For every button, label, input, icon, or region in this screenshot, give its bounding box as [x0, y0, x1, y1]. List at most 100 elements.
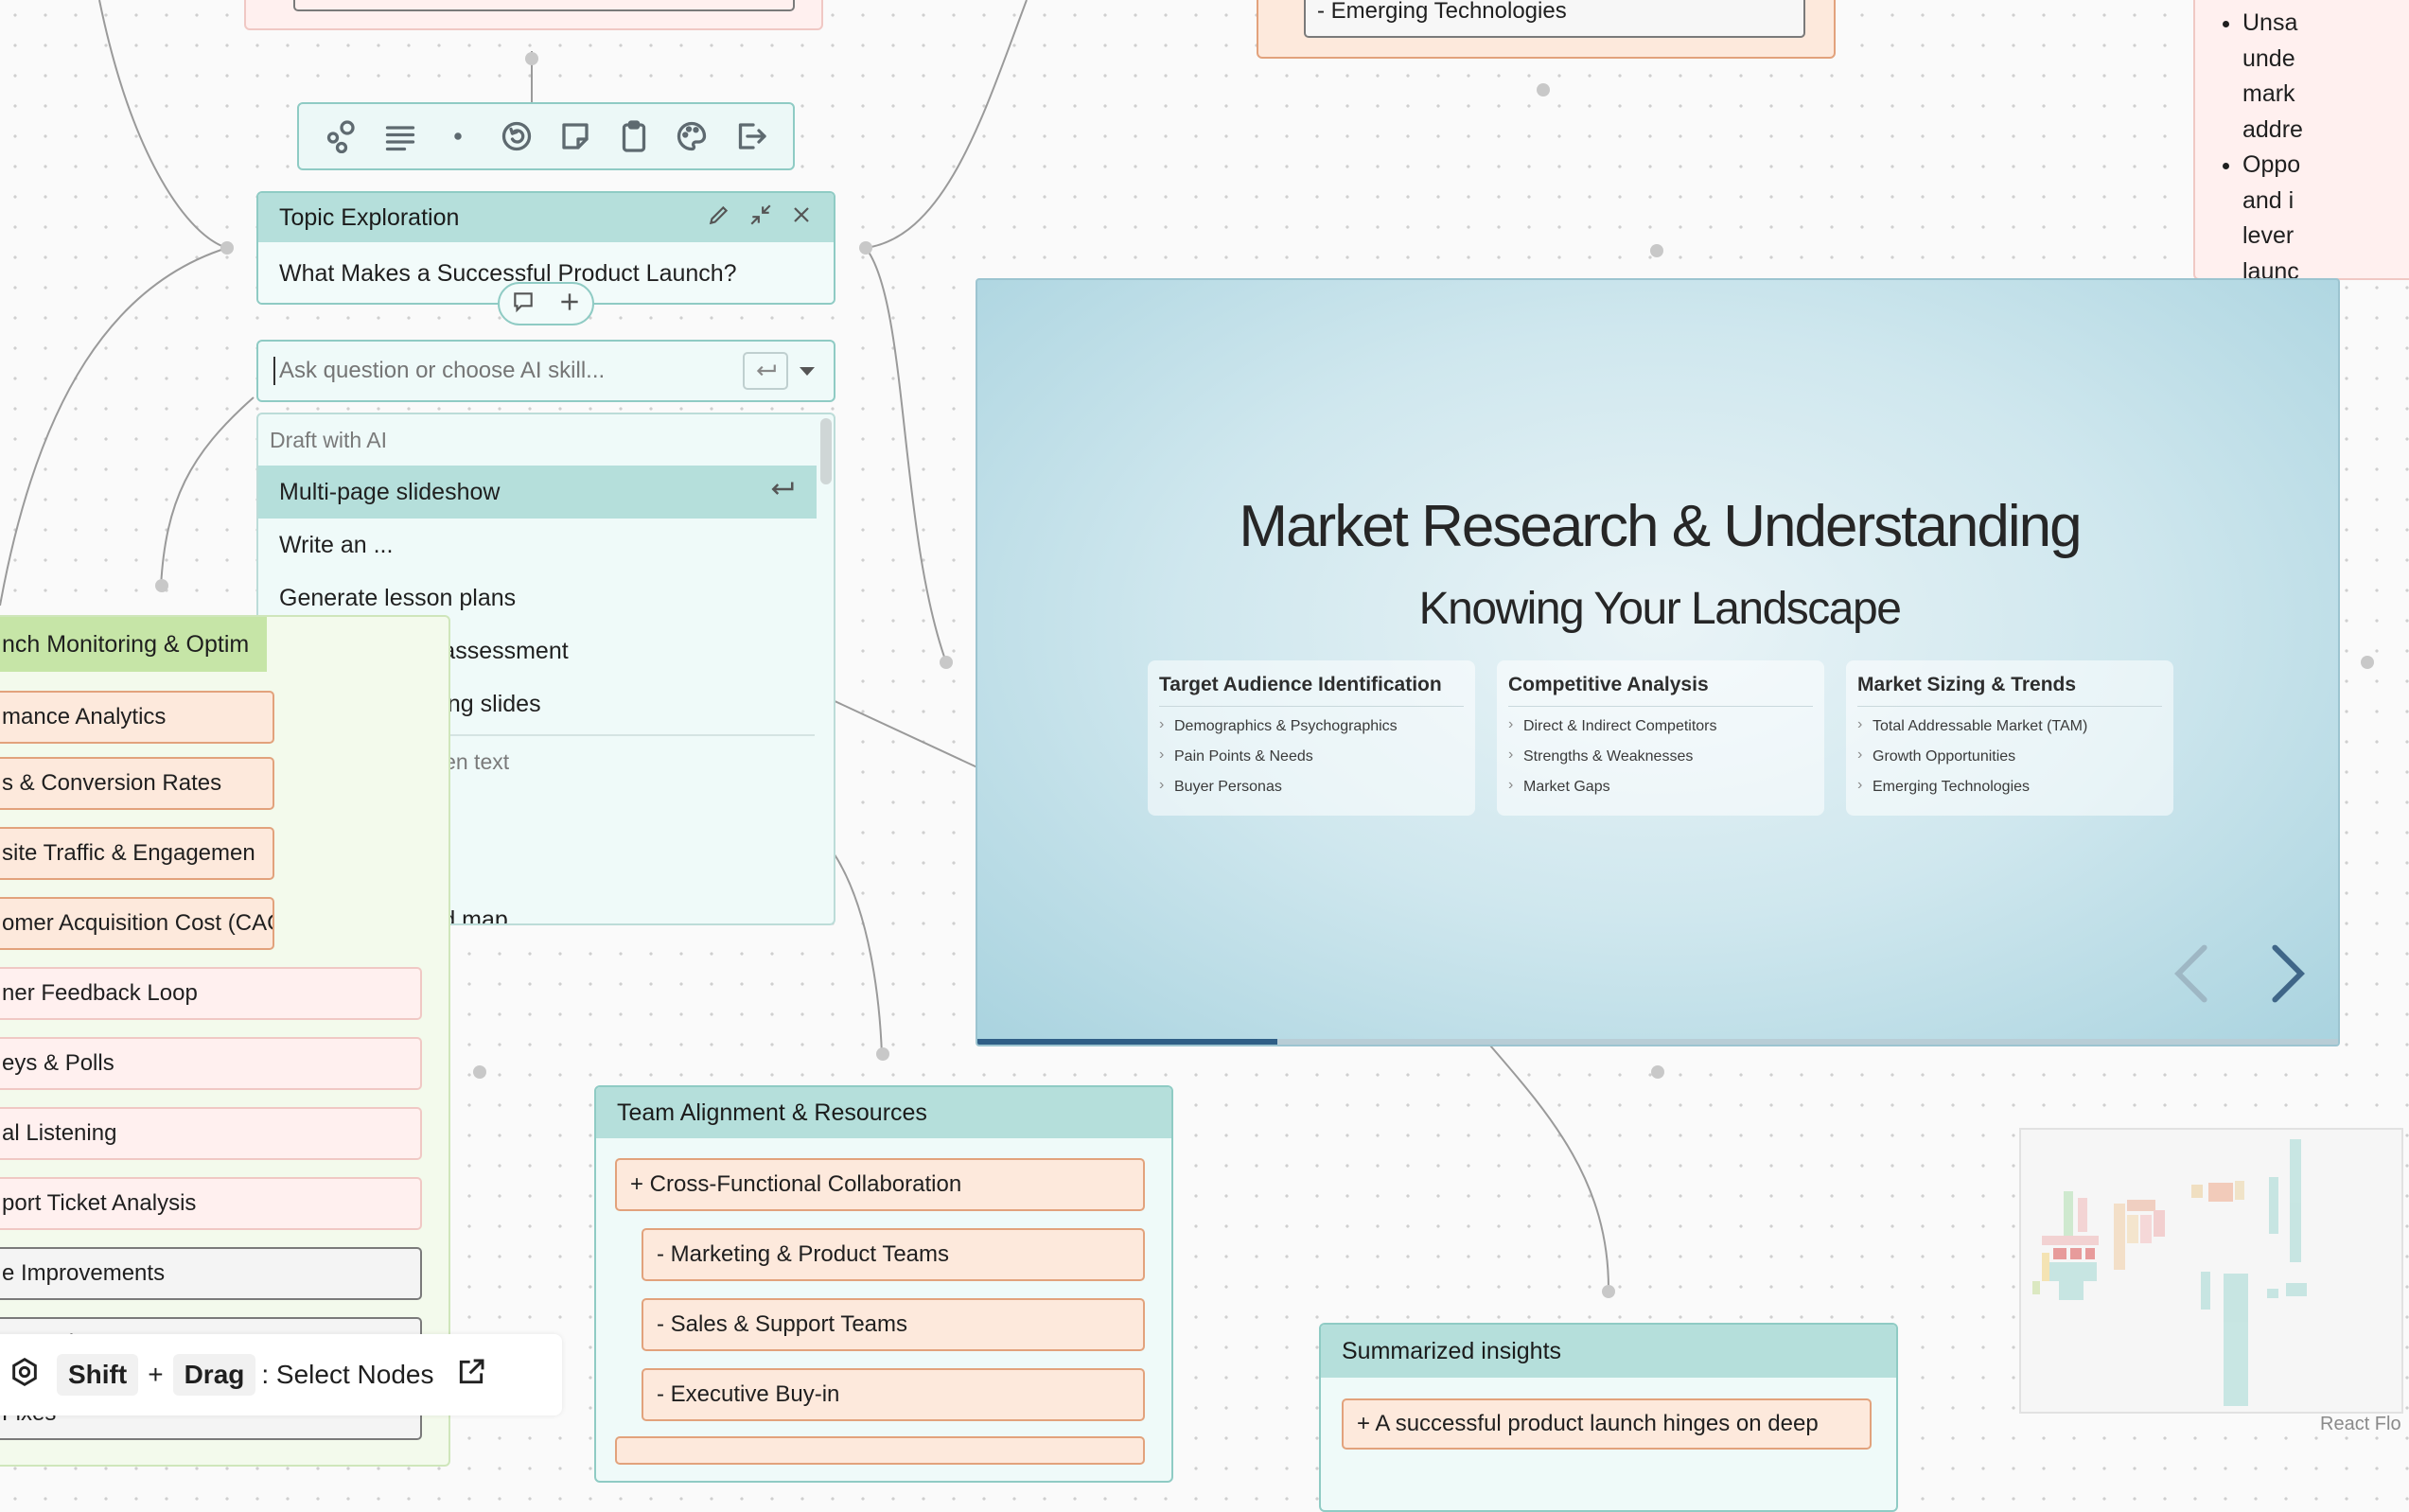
nodes-icon[interactable]: [323, 117, 360, 155]
left-group-item-2[interactable]: site Traffic & Engagemen: [0, 827, 274, 880]
slide-column-bullets: Total Addressable Market (TAM)Growth Opp…: [1857, 716, 2162, 796]
dot-icon[interactable]: [439, 117, 477, 155]
slide-column-card-2: Market Sizing & TrendsTotal Addressable …: [1846, 660, 2173, 816]
enter-key-icon[interactable]: [743, 352, 788, 390]
left-group-item-7[interactable]: port Ticket Analysis: [0, 1177, 422, 1230]
add-icon[interactable]: [557, 290, 582, 319]
edge-handle[interactable]: [859, 241, 872, 255]
slide-column-heading: Competitive Analysis: [1508, 674, 1813, 707]
slide-column-heading: Target Audience Identification: [1159, 674, 1464, 707]
slideshow-node[interactable]: Market Research & Understanding Knowing …: [976, 278, 2340, 1046]
partial-card-top-center[interactable]: - Emerging Technologies: [1257, 0, 1836, 59]
slide-column-bullet: Total Addressable Market (TAM): [1857, 716, 2162, 735]
topic-title: Topic Exploration: [279, 203, 460, 231]
menu-item-draft-0[interactable]: Multi-page slideshow: [258, 466, 817, 519]
clipboard-icon[interactable]: [615, 117, 653, 155]
palette-icon[interactable]: [673, 117, 711, 155]
slide-column-bullets: Direct & Indirect CompetitorsStrengths &…: [1508, 716, 1813, 796]
edge-handle[interactable]: [473, 1065, 486, 1079]
note-bullet-2: mark: [2242, 80, 2295, 107]
left-group-item-5[interactable]: eys & Polls: [0, 1037, 422, 1090]
slide-progress-fill: [977, 1039, 1278, 1045]
close-icon[interactable]: [790, 203, 813, 233]
emerging-tech-item[interactable]: - Emerging Technologies: [1304, 0, 1805, 38]
ask-ai-input[interactable]: [275, 357, 743, 385]
edge-handle[interactable]: [155, 579, 168, 592]
edge-handle[interactable]: [876, 1047, 889, 1061]
edge-handle[interactable]: [220, 241, 234, 255]
export-icon[interactable]: [731, 117, 769, 155]
edge-handle[interactable]: [2361, 656, 2374, 669]
slide-column-bullet: Buyer Personas: [1159, 777, 1464, 796]
enter-return-icon: [767, 479, 796, 506]
refresh-icon[interactable]: [498, 117, 536, 155]
drag-key: Drag: [172, 1354, 256, 1396]
slide-column-bullets: Demographics & PsychographicsPain Points…: [1159, 716, 1464, 796]
react-flow-attribution[interactable]: React Flo: [2320, 1414, 2401, 1434]
minimap[interactable]: [2019, 1128, 2403, 1414]
dropdown-divider: [270, 734, 815, 736]
team-header: Team Alignment & Resources: [596, 1087, 1171, 1138]
note-icon[interactable]: [556, 117, 594, 155]
left-group-item-0[interactable]: mance Analytics: [0, 691, 274, 744]
note-bullet-4: Oppo: [2242, 148, 2409, 184]
slide-column-bullet: Emerging Technologies: [1857, 777, 2162, 796]
team-item-partial[interactable]: [615, 1436, 1145, 1465]
team-item-0[interactable]: + Cross-Functional Collaboration: [615, 1158, 1145, 1211]
topic-header: Topic Exploration: [258, 193, 834, 242]
menu-item-draft-2[interactable]: Generate lesson plans: [258, 571, 834, 624]
comment-icon[interactable]: [511, 290, 536, 319]
previous-slide-chevron-icon[interactable]: [2170, 942, 2211, 1010]
team-item-2[interactable]: - Sales & Support Teams: [642, 1298, 1145, 1351]
edge-handle[interactable]: [1537, 83, 1550, 97]
left-group-item-1[interactable]: s & Conversion Rates: [0, 757, 274, 810]
edit-icon[interactable]: [707, 202, 731, 234]
plus-sign: +: [148, 1360, 164, 1389]
note-bullet-6: lever: [2242, 222, 2295, 249]
slide-title: Market Research & Understanding: [1239, 494, 2082, 559]
edge-handle[interactable]: [525, 52, 538, 65]
left-group-item-6[interactable]: al Listening: [0, 1107, 422, 1160]
summarized-insights-node[interactable]: Summarized insights + A successful produ…: [1319, 1323, 1898, 1512]
edge-handle[interactable]: [1650, 244, 1663, 257]
menu-item-draft-1[interactable]: Write an ...: [258, 519, 834, 571]
list-icon[interactable]: [381, 117, 419, 155]
left-group-item-4[interactable]: ner Feedback Loop: [0, 967, 422, 1020]
note-bullet-3: addre: [2242, 115, 2303, 143]
team-item-3[interactable]: - Executive Buy-in: [642, 1368, 1145, 1421]
node-toolbar: [297, 102, 795, 170]
partial-item: [293, 0, 795, 11]
partial-card-top-left[interactable]: [244, 0, 823, 30]
insights-header: Summarized insights: [1321, 1325, 1896, 1378]
settings-gear-icon[interactable]: [9, 1357, 40, 1394]
note-bullet-5: and i: [2242, 186, 2295, 214]
slide-column-bullet: Strengths & Weaknesses: [1508, 747, 1813, 765]
next-slide-chevron-icon[interactable]: [2268, 942, 2310, 1010]
dropdown-scrollbar[interactable]: [820, 418, 832, 484]
section-draft-with-ai: Draft with AI: [270, 427, 387, 452]
menu-item-label: Multi-page slideshow: [279, 478, 501, 505]
left-group-item-8[interactable]: e Improvements: [0, 1247, 422, 1300]
edge-handle[interactable]: [1602, 1285, 1615, 1298]
topic-question: What Makes a Successful Product Launch?: [258, 242, 834, 303]
edge-handle[interactable]: [1651, 1065, 1664, 1079]
collapse-icon[interactable]: [748, 202, 773, 234]
team-item-1[interactable]: - Marketing & Product Teams: [642, 1228, 1145, 1281]
text-caret: [273, 357, 275, 385]
menu-item-label: Write an ...: [279, 531, 394, 558]
slide-column-bullet: Market Gaps: [1508, 777, 1813, 796]
select-nodes-text: : Select Nodes: [261, 1360, 434, 1389]
slide-column-bullet: Demographics & Psychographics: [1159, 716, 1464, 735]
minimap-canvas: [2032, 1139, 2307, 1406]
ask-ai-input-box: [256, 340, 835, 402]
skill-dropdown-chevron-icon[interactable]: [800, 366, 815, 376]
open-external-icon[interactable]: [456, 1357, 486, 1394]
left-group-item-3[interactable]: omer Acquisition Cost (CAC): [0, 897, 274, 950]
team-alignment-node[interactable]: Team Alignment & Resources: [594, 1085, 1173, 1483]
edge-handle[interactable]: [940, 656, 953, 669]
note-bullet-0: Unsa: [2242, 6, 2409, 42]
insights-item[interactable]: + A successful product launch hinges on …: [1342, 1398, 1872, 1450]
launch-monitoring-header: nch Monitoring & Optim: [0, 617, 267, 672]
